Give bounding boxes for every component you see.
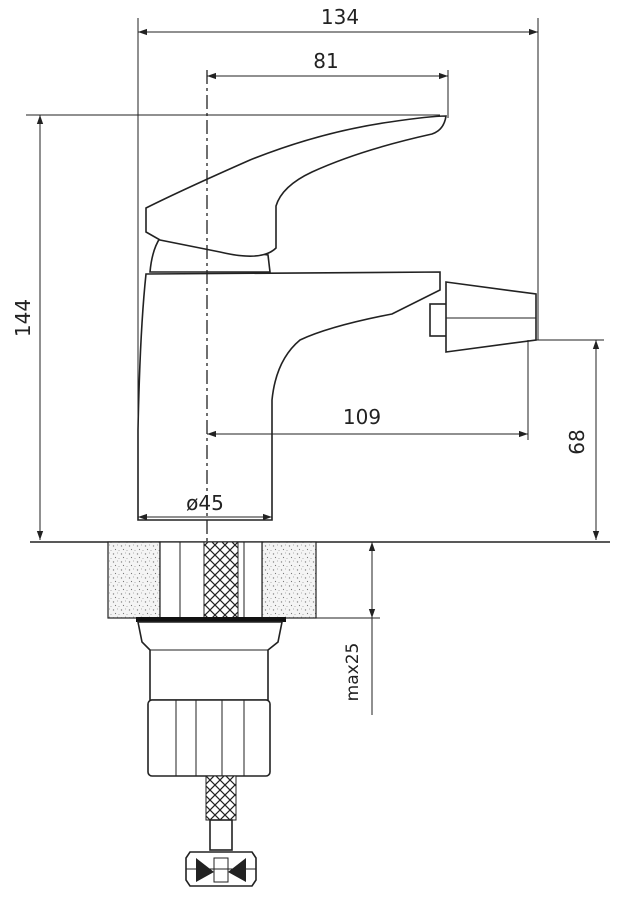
lever-reach-label: 81	[313, 49, 338, 73]
supply-hose	[205, 775, 237, 851]
mounting-nut	[137, 621, 283, 777]
counter-section	[107, 541, 317, 622]
base-diameter-label: ø45	[186, 491, 224, 515]
overall-width-label: 134	[321, 5, 359, 29]
faucet-body	[137, 115, 537, 521]
spout-height-label: 68	[565, 429, 589, 454]
dimension-lever-reach: 81	[207, 49, 449, 118]
dimension-spout-reach: 109	[207, 340, 529, 440]
dimension-overall-height: 144	[11, 114, 440, 540]
dimension-max-thickness: max25	[316, 542, 380, 715]
max-thickness-label: max25	[343, 643, 363, 702]
overall-height-label: 144	[11, 299, 35, 337]
spout-reach-label: 109	[343, 405, 381, 429]
hose-connector	[185, 851, 257, 887]
dimension-spout-height: 68	[536, 339, 604, 540]
dimension-base-diameter: ø45	[138, 491, 272, 521]
